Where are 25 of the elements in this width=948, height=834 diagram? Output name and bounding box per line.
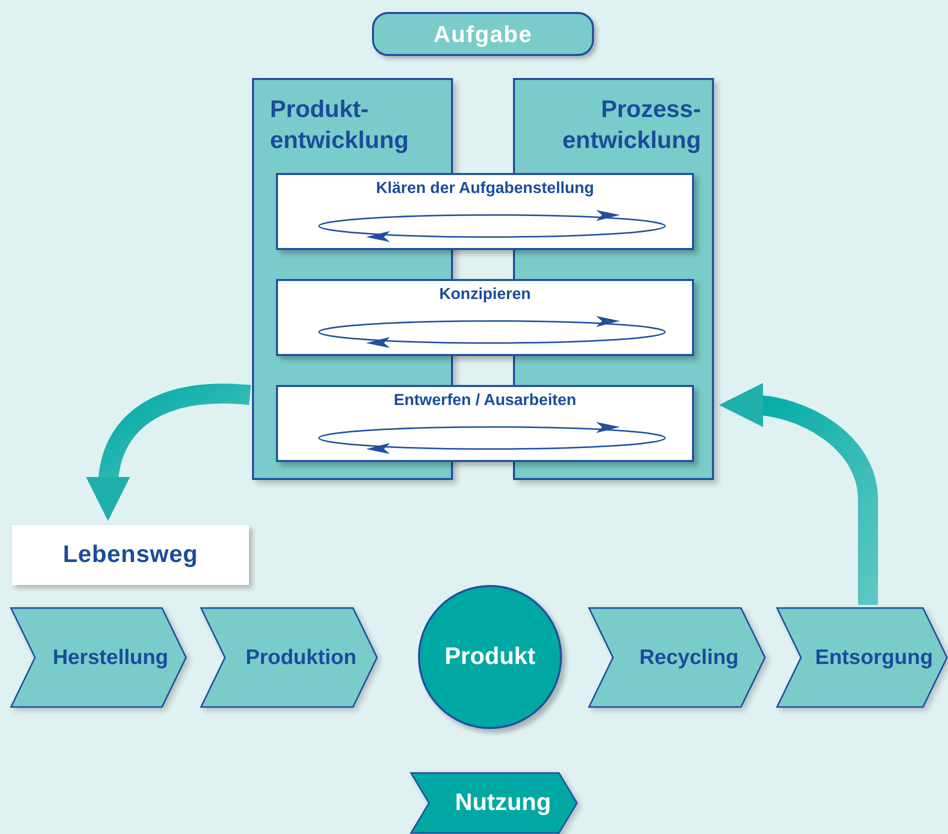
chevron-step xyxy=(776,607,948,708)
product-label: Produkt xyxy=(444,643,536,671)
step-label: Entsorgung xyxy=(815,646,933,670)
step-label: Herstellung xyxy=(52,646,168,670)
phase-box xyxy=(276,385,694,462)
phase-title: Klären der Aufgabenstellung xyxy=(374,180,596,198)
curved-arrow xyxy=(719,384,878,605)
phase-title: Entwerfen / Ausarbeiten xyxy=(392,392,578,410)
panel-heading: Produkt- entwicklung xyxy=(270,95,410,156)
phase-title: Konzipieren xyxy=(438,286,532,304)
step-label: Produktion xyxy=(246,646,356,670)
task-label: Aufgabe xyxy=(434,20,532,48)
chevron-step xyxy=(410,772,578,834)
panel-heading: Prozess- entwicklung xyxy=(561,95,701,156)
section-label-box xyxy=(12,525,249,585)
section-label: Lebensweg xyxy=(62,541,198,569)
step-label: Recycling xyxy=(639,646,739,670)
phase-box xyxy=(276,173,694,250)
task-box xyxy=(372,12,594,56)
chevron-step xyxy=(200,607,378,708)
chevron-step xyxy=(588,607,766,708)
step-label: Nutzung xyxy=(455,789,551,817)
phase-box xyxy=(276,279,694,356)
chevron-step xyxy=(10,607,187,708)
curved-arrow xyxy=(86,384,251,521)
